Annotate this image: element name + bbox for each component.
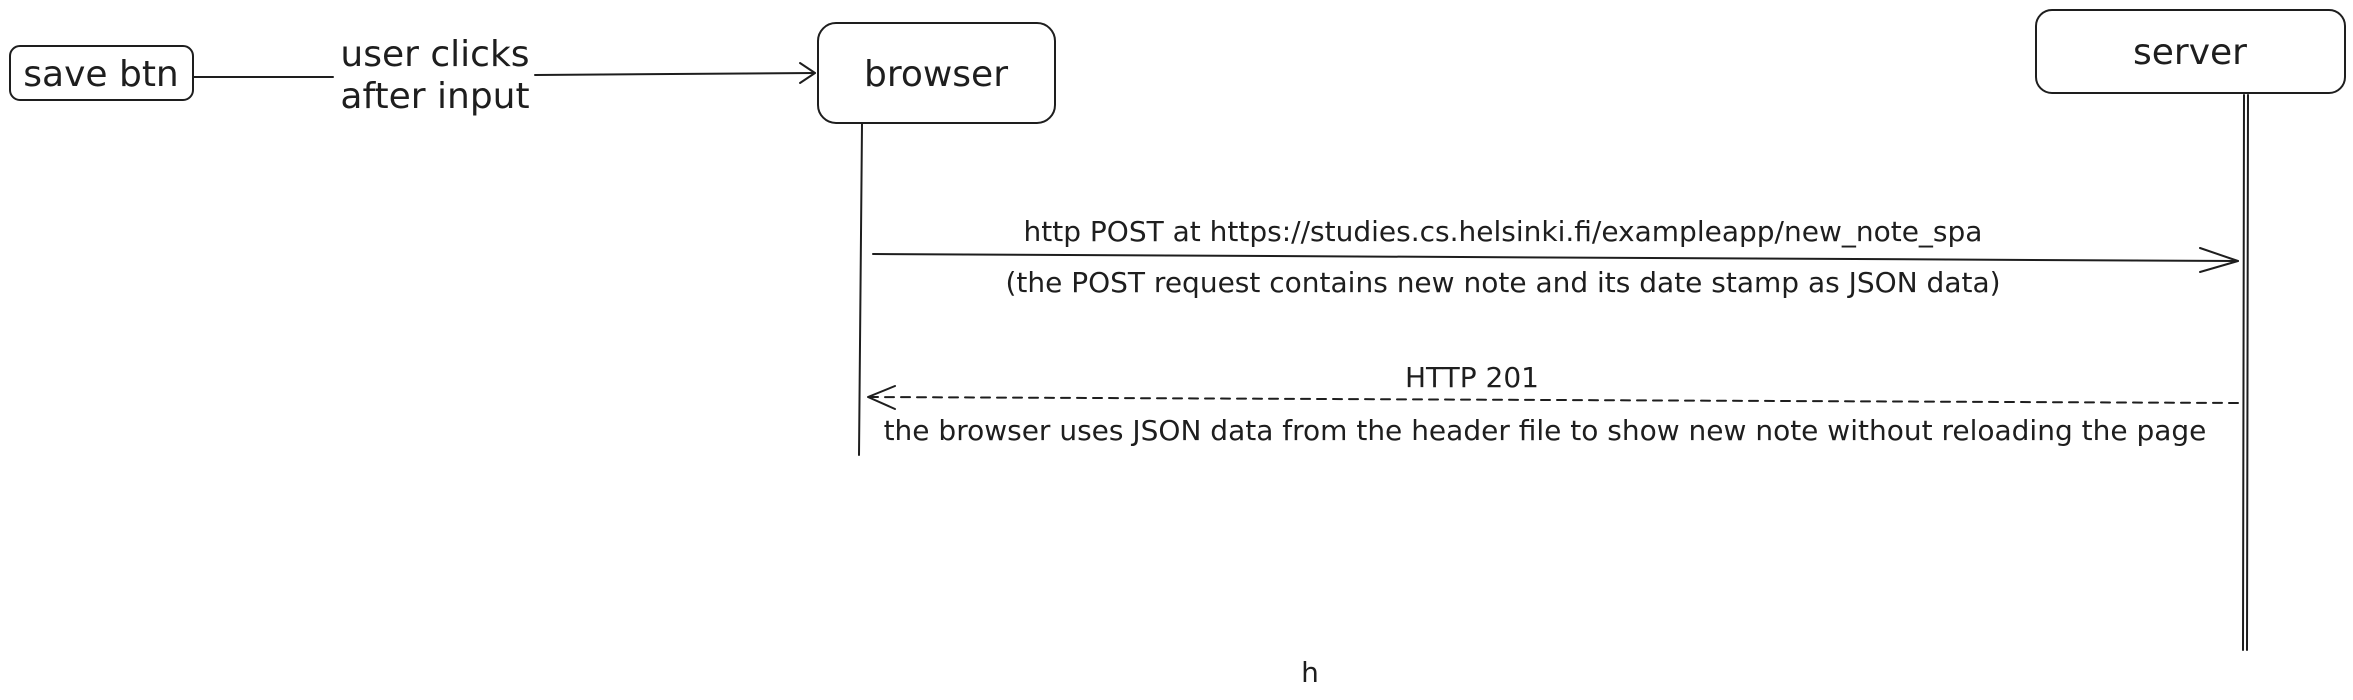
browser-node: browser [817, 22, 1056, 124]
post-request-note: (the POST request contains new note and … [1005, 266, 2000, 299]
stray-text: h [1301, 656, 1319, 689]
response-arrowhead [867, 385, 896, 410]
browser-box [817, 22, 1056, 124]
trigger-arrow-line-right [534, 72, 816, 76]
response-label: HTTP 201 [1405, 361, 1539, 394]
response-line [867, 396, 2239, 404]
response-note: the browser uses JSON data from the head… [884, 414, 2207, 447]
post-request-line [872, 253, 2239, 262]
browser-label: browser [864, 54, 1008, 95]
trigger-arrow [193, 62, 816, 84]
trigger-label-line2: after input [340, 76, 529, 117]
save-btn-label: save btn [23, 54, 179, 95]
server-lifeline-second-stroke [2246, 94, 2249, 651]
server-node: server [2035, 9, 2346, 94]
server-label: server [2133, 32, 2247, 73]
server-box [2035, 9, 2346, 94]
browser-lifeline [858, 123, 863, 456]
trigger-label-line1: user clicks [340, 34, 529, 75]
post-request-arrowhead [2199, 247, 2239, 273]
post-request-label: http POST at https://studies.cs.helsinki… [1024, 215, 1983, 248]
save-btn-node: save btn [9, 45, 194, 101]
trigger-arrowhead [799, 62, 816, 84]
server-lifeline [2242, 94, 2245, 651]
save-btn-box [9, 45, 194, 101]
post-request-arrow [872, 247, 2239, 273]
response-arrow [867, 385, 2239, 410]
